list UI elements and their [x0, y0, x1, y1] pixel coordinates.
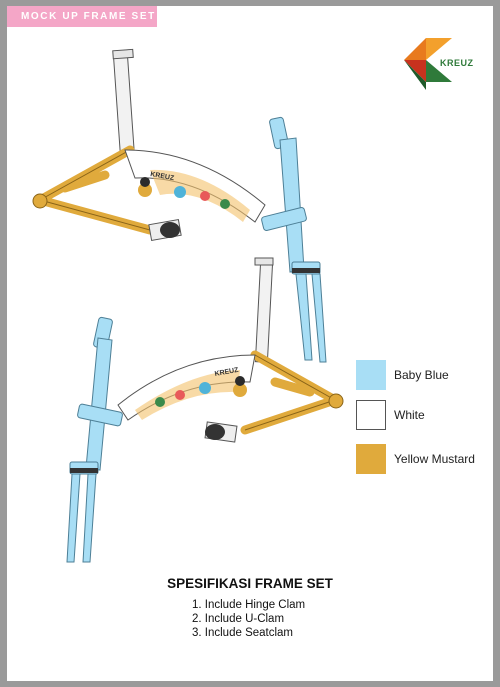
logo-wordmark: KREUZ: [440, 58, 474, 68]
legend-label: Baby Blue: [394, 368, 449, 382]
spec-item: 1. Include Hinge Clam: [192, 599, 306, 611]
baby-blue-swatch: [356, 360, 386, 390]
spec-title: SPESIFIKASI FRAME SET: [167, 576, 333, 591]
spec-item: 2. Include U-Clam: [192, 613, 285, 625]
svg-text:KREUZ: KREUZ: [214, 367, 240, 378]
white-swatch: [356, 400, 386, 430]
upper-frame-illustration: KREUZ: [32, 48, 327, 363]
lower-frame-illustration: KREUZ: [66, 257, 344, 563]
legend-item-yellow-mustard: Yellow Mustard: [356, 444, 492, 474]
legend-item-white: White: [356, 400, 492, 430]
kreuz-logo-icon: KREUZ: [404, 38, 474, 90]
legend-label: Yellow Mustard: [394, 452, 475, 466]
svg-text:KREUZ: KREUZ: [150, 171, 176, 182]
mockup-sheet: [7, 6, 493, 681]
spec-list: 1. Include Hinge Clam 2. Include U-Clam …: [192, 598, 305, 640]
legend-item-baby-blue: Baby Blue: [356, 360, 492, 390]
legend-label: White: [394, 408, 425, 422]
yellow-mustard-swatch: [356, 444, 386, 474]
spec-item: 3. Include Seatclam: [192, 627, 294, 639]
mockup-tag: MOCK UP FRAME SET: [7, 6, 157, 27]
